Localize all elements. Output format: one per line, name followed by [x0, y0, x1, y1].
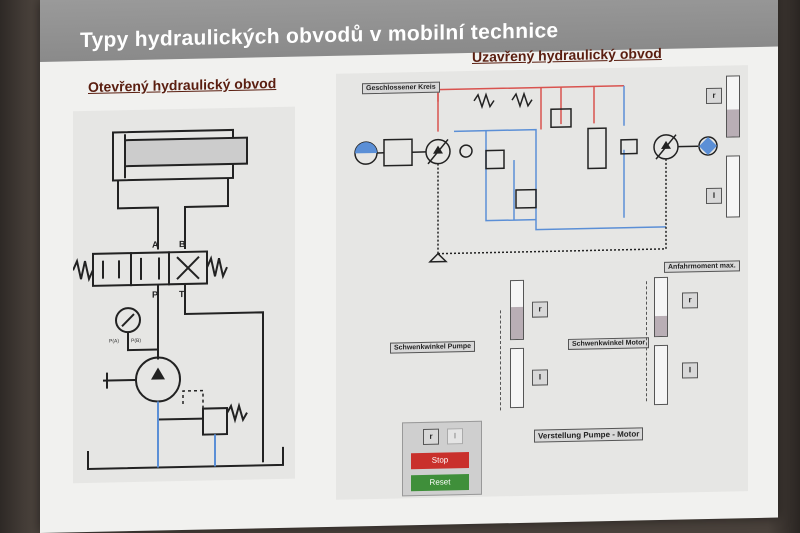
pump-angle-gauge-lower[interactable] — [510, 347, 524, 409]
gauge-label-1: P(A) — [109, 338, 119, 344]
i-toggle-button[interactable]: I — [447, 428, 463, 445]
motor-r-readout: r — [682, 292, 698, 309]
motor-i-readout: I — [682, 362, 698, 379]
port-t-label: T — [179, 289, 185, 299]
adjust-label: Verstellung Pumpe - Motor — [534, 427, 644, 443]
relief-valve — [202, 407, 228, 436]
motor-angle-gauge[interactable] — [654, 276, 668, 338]
pump-r-readout: r — [532, 301, 548, 318]
top-gauge-fill — [727, 109, 739, 137]
port-b-label: B — [179, 239, 186, 249]
motor-angle-fill — [655, 315, 667, 337]
tank-filter — [428, 252, 448, 263]
gauge-label-2: P(B) — [131, 338, 141, 344]
top-r-readout: r — [706, 87, 722, 105]
left-heading: Otevřený hydraulický obvod — [88, 75, 277, 95]
closed-circuit-panel: Geschlossener Kreis r I Anfahrmoment max… — [336, 65, 748, 500]
top-i-readout: I — [706, 187, 722, 205]
port-a-label: A — [152, 240, 159, 250]
flushing-valve-block — [515, 188, 537, 209]
pump-angle-fill — [511, 306, 523, 340]
shuttle-valve-block — [620, 138, 638, 155]
pump-angle-label: Schwenkwinkel Pumpe — [390, 340, 476, 354]
pump-i-readout: I — [532, 369, 548, 386]
control-box: r I Stop Reset — [402, 420, 482, 497]
stop-button[interactable]: Stop — [411, 452, 469, 470]
closed-circuit-diagram — [354, 85, 718, 263]
r-toggle-button[interactable]: r — [423, 428, 439, 445]
tank — [87, 446, 284, 471]
top-gauge-bar-2 — [726, 155, 740, 218]
pump-angle-arrow — [500, 310, 501, 411]
motor-angle-arrow — [646, 281, 647, 402]
motor-angle-gauge-lower[interactable] — [654, 344, 668, 406]
valve-center-block — [130, 251, 170, 287]
charge-pump-symbol — [459, 144, 473, 158]
pump-shaft — [103, 378, 136, 382]
valve-left-block — [92, 252, 132, 287]
circuit-label: Geschlossener Kreis — [362, 81, 440, 95]
motor-angle-label: Schwenkwinkel Motor — [568, 337, 650, 350]
open-circuit-diagram: A B P T P(A) P(B) — [72, 128, 284, 471]
right-heading: Uzavřený hydraulický obvod — [472, 44, 662, 65]
reset-button[interactable]: Reset — [411, 474, 469, 492]
pressure-relief-block — [550, 108, 572, 129]
piston-rod — [124, 136, 248, 168]
slide: Typy hydraulických obvodů v mobilní tech… — [40, 0, 778, 533]
flushing-valve — [587, 127, 607, 170]
engine-block — [383, 138, 413, 167]
start-torque-label: Anfahrmoment max. — [664, 260, 740, 273]
check-valve-block — [485, 149, 505, 170]
pump-angle-gauge[interactable] — [510, 279, 524, 341]
top-gauge-bar — [726, 75, 740, 138]
port-p-label: P — [152, 290, 158, 300]
open-circuit-panel: A B P T P(A) P(B) — [72, 106, 295, 484]
